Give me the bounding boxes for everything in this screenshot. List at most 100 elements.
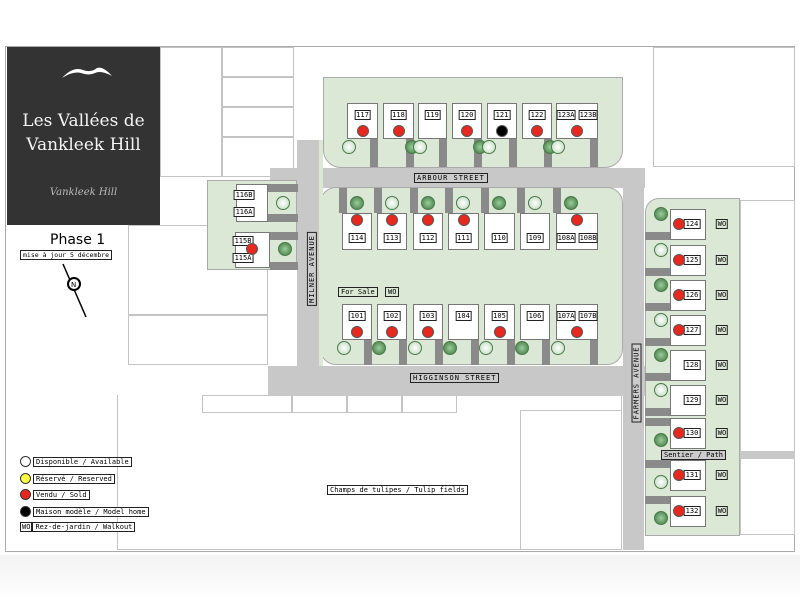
driveway <box>590 340 598 365</box>
higginson-street-label: HIGGINSON STREET <box>410 373 500 383</box>
parcel <box>128 315 268 365</box>
driveway <box>509 139 517 167</box>
driveway <box>553 188 561 213</box>
status-sold-dot <box>386 326 398 338</box>
driveway <box>507 340 515 365</box>
lot-number-label: 118 <box>390 110 407 120</box>
logo-panel: Les Vallées de Vankleek Hill Vankleek Hi… <box>7 47 160 225</box>
driveway <box>645 268 671 276</box>
status-sold-dot <box>457 214 470 226</box>
tree-icon <box>515 341 529 355</box>
driveway <box>270 262 298 270</box>
tree-icon <box>654 278 668 292</box>
driveway <box>645 232 671 240</box>
update-note: mise à jour 5 décembre <box>20 250 113 260</box>
legend-available: Disponible / Available <box>20 456 132 467</box>
lot-121[interactable] <box>487 103 517 139</box>
parcel <box>347 395 402 413</box>
status-sold-dot <box>673 218 685 230</box>
tree-icon <box>551 341 565 355</box>
driveway <box>645 338 671 346</box>
driveway <box>645 408 671 416</box>
for-sale-tag: For Sale <box>338 287 378 297</box>
status-sold-dot <box>673 505 685 517</box>
driveway <box>445 188 453 213</box>
lot-number-label: 124 <box>683 219 701 229</box>
tree-icon <box>350 196 364 210</box>
status-sold-dot <box>386 214 398 226</box>
tree-icon <box>479 341 493 355</box>
tree-icon <box>654 207 668 221</box>
status-sold-dot <box>356 125 369 137</box>
tree-icon <box>654 383 668 397</box>
driveway <box>399 340 407 365</box>
lot-104[interactable] <box>448 304 479 340</box>
reserved-dot-icon <box>20 473 31 484</box>
lot-110[interactable] <box>484 213 515 250</box>
lot-number-label: 116B <box>233 190 255 200</box>
tree-icon <box>372 341 386 355</box>
status-sold-dot <box>422 326 434 338</box>
phase-label: Phase 1 <box>50 232 106 248</box>
tree-icon <box>408 341 422 355</box>
tree-icon <box>654 243 668 257</box>
parcel <box>222 77 294 107</box>
driveway <box>645 373 671 381</box>
status-sold-dot <box>246 243 258 255</box>
north-arrow-icon: N <box>62 263 87 318</box>
milner-avenue-label: MILNER AVENUE <box>306 232 317 306</box>
lot-number-label: 117 <box>354 110 371 120</box>
walkout-tag: WO <box>715 255 729 265</box>
tree-icon <box>654 475 668 489</box>
parcel <box>222 137 294 177</box>
tree-icon <box>413 140 427 154</box>
model-dot-icon <box>20 506 31 517</box>
legend-model: Maison modèle / Model home <box>20 506 149 517</box>
lot-number-label: 101 <box>348 311 366 321</box>
status-sold-dot <box>351 326 363 338</box>
status-sold-dot <box>531 125 543 137</box>
driveway <box>645 460 671 468</box>
svg-text:N: N <box>71 281 76 289</box>
driveway <box>590 139 598 167</box>
lot-number-label: 116A <box>233 207 255 217</box>
walkout-icon: WO <box>20 522 33 532</box>
tree-icon <box>456 196 470 210</box>
parcel <box>222 47 294 77</box>
legend-sold: Vendu / Sold <box>20 489 90 500</box>
lot-109[interactable] <box>520 213 550 250</box>
lot-number-label: 113 <box>383 233 401 243</box>
driveway <box>268 214 298 222</box>
driveway <box>645 496 671 504</box>
tree-icon <box>421 196 435 210</box>
status-sold-dot <box>673 427 685 439</box>
parcel <box>740 200 795 535</box>
status-sold-dot <box>673 289 685 301</box>
tree-icon <box>492 196 506 210</box>
walkout-tag: WO <box>715 470 729 480</box>
lot-number-label: 102 <box>383 311 401 321</box>
lot-106[interactable] <box>520 304 550 340</box>
lot-113[interactable] <box>377 213 407 250</box>
walkout-tag: WO <box>715 325 729 335</box>
lot-number-label: 132 <box>683 506 701 516</box>
lot-119[interactable] <box>418 103 447 139</box>
verge <box>319 140 323 366</box>
lot-number-label: 119 <box>424 110 441 120</box>
driveway <box>270 232 298 240</box>
walkout-tag: WO <box>715 360 729 370</box>
parcel <box>128 225 268 315</box>
driveway <box>645 418 671 426</box>
tree-icon <box>551 140 565 154</box>
status-sold-dot <box>351 214 363 226</box>
tree-icon <box>482 140 496 154</box>
lot-number-label: 103 <box>419 311 437 321</box>
status-sold-dot <box>673 254 685 266</box>
lot-number-label: 129 <box>683 395 701 405</box>
mountain-logo-icon <box>62 67 112 78</box>
tree-icon <box>528 196 542 210</box>
lot-number-label: 128 <box>683 360 701 370</box>
driveway <box>364 340 372 365</box>
walkout-tag: WO <box>715 428 729 438</box>
